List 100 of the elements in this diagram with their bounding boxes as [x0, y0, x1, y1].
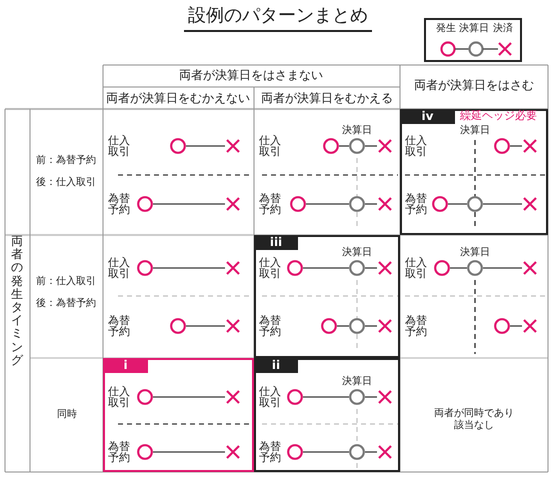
timeline-line: [153, 451, 225, 453]
cross-marker: [225, 138, 241, 154]
circle-marker: [321, 318, 337, 334]
cross-marker: [377, 444, 393, 460]
row-label: 為替予約: [259, 315, 282, 337]
timeline-line: [303, 451, 349, 453]
row-label: 為替予約: [108, 315, 131, 337]
circle-marker: [287, 260, 303, 276]
highlight-frame: [400, 109, 548, 235]
column-header: 両者が決算日をむかえない: [106, 92, 250, 106]
circle-marker: [170, 318, 186, 334]
highlight-frame: [254, 235, 400, 358]
circle-marker: [170, 138, 186, 154]
circle-marker: [349, 196, 365, 212]
row-label: 仕入取引: [259, 386, 282, 408]
timeline-line: [303, 267, 349, 269]
settlement-date-label: 決算日: [460, 125, 490, 136]
row-label: 仕入取引: [108, 135, 131, 157]
highlight-frame: [103, 358, 254, 472]
cross-marker: [225, 389, 241, 405]
circle-marker: [137, 260, 153, 276]
highlight-frame: [254, 358, 400, 472]
case-tab: ii: [254, 358, 298, 373]
circle-marker: [467, 260, 483, 276]
row-label: 仕入取引: [259, 257, 282, 279]
cross-marker: [377, 138, 393, 154]
timeline-line: [365, 325, 377, 327]
timeline-line: [339, 145, 349, 147]
timeline-line: [186, 325, 225, 327]
timeline-line: [186, 145, 225, 147]
cross-marker: [225, 444, 241, 460]
circle-marker: [137, 389, 153, 405]
case-tab: i: [103, 358, 148, 373]
settlement-date-label: 決算日: [342, 376, 372, 388]
circle-marker: [349, 318, 365, 334]
cross-marker: [522, 318, 538, 334]
timeline-line: [365, 451, 377, 453]
cross-marker: [377, 389, 393, 405]
timeline-line: [153, 396, 225, 398]
timeline-line: [337, 325, 349, 327]
case-tab: iv: [400, 109, 455, 124]
row-header: 前：仕入取引: [36, 276, 96, 288]
row-label: 為替予約: [405, 193, 428, 215]
note-text: 繰延ヘッジ必要: [460, 110, 537, 123]
circle-marker: [323, 138, 339, 154]
timeline-line: [365, 396, 377, 398]
timeline-line: [483, 267, 522, 269]
circle-marker: [349, 444, 365, 460]
legend-label: 発生: [436, 23, 456, 34]
note-text: 両者が同時であり該当なし: [433, 408, 515, 431]
circle-marker: [137, 444, 153, 460]
cross-marker: [225, 260, 241, 276]
row-label: 為替予約: [405, 315, 428, 337]
circle-marker: [137, 196, 153, 212]
settlement-date-label: 決算日: [460, 247, 490, 258]
circle-marker: [434, 260, 450, 276]
timeline-line: [153, 267, 225, 269]
legend-label: 決済: [493, 23, 513, 34]
circle-marker: [494, 318, 510, 334]
circle-marker: [290, 196, 306, 212]
row-header: 後：仕入取引: [36, 177, 96, 188]
circle-marker: [494, 138, 510, 154]
row-label: 仕入取引: [405, 257, 428, 279]
row-label: 為替予約: [108, 193, 131, 215]
cross-marker: [377, 196, 393, 212]
row-header: 両者の発生タイミング: [11, 235, 23, 367]
cross-marker: [522, 138, 538, 154]
row-header: 後：為替予約: [36, 298, 96, 310]
timeline-line: [365, 267, 377, 269]
timeline-line: [448, 203, 467, 205]
timeline-line: [365, 203, 377, 205]
cross-marker: [225, 318, 241, 334]
timeline-line: [450, 267, 467, 269]
row-header: 前：為替予約: [36, 155, 96, 166]
case-tab: iii: [254, 235, 298, 250]
row-label: 仕入取引: [108, 257, 131, 279]
circle-marker: [287, 389, 303, 405]
row-label: 為替予約: [259, 441, 282, 463]
timeline-line: [303, 396, 349, 398]
row-label: 仕入取引: [405, 135, 428, 157]
column-header: 両者が決算日をむかえる: [261, 92, 393, 106]
settlement-date-label: 決算日: [342, 247, 372, 258]
row-label: 為替予約: [108, 441, 131, 463]
cross-marker: [377, 260, 393, 276]
column-header: 両者が決算日をはさまない: [179, 69, 323, 83]
title: 設例のパターンまとめ: [184, 6, 372, 32]
circle-marker: [432, 196, 448, 212]
circle-marker: [467, 196, 483, 212]
settlement-date-label: 決算日: [342, 125, 372, 136]
timeline-line: [510, 145, 522, 147]
row-label: 為替予約: [259, 193, 282, 215]
cross-marker: [522, 196, 538, 212]
cross-marker: [225, 196, 241, 212]
column-header: 両者が決算日をはさむ: [414, 79, 534, 93]
timeline-line: [306, 203, 349, 205]
row-label: 仕入取引: [259, 135, 282, 157]
circle-marker: [349, 138, 365, 154]
timeline-line: [153, 203, 225, 205]
timeline-line: [483, 203, 522, 205]
legend-label: 決算日: [459, 23, 489, 34]
